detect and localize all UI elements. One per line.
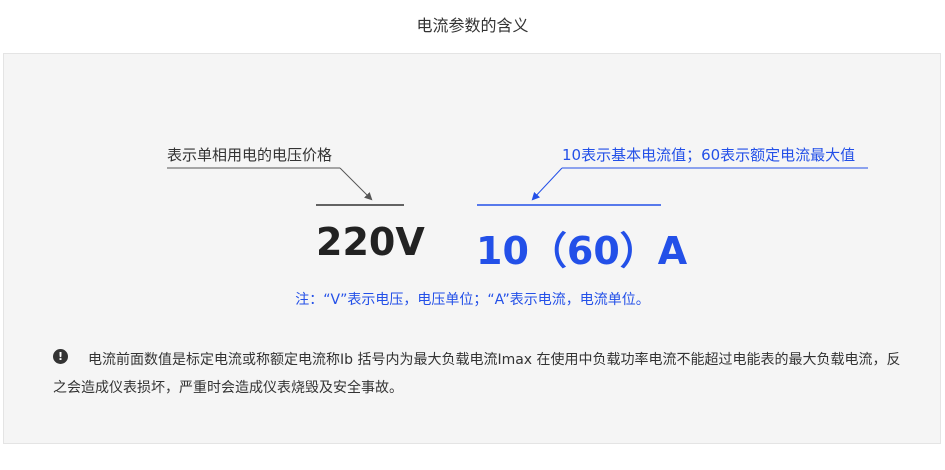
warning-text: 电流前面数值是标定电流或称额定电流称Ib 括号内为最大负载电流Imax 在使用中…: [53, 352, 901, 396]
voltage-label: 表示单相用电的电压价格: [167, 146, 333, 164]
diagram-panel: [3, 53, 941, 444]
current-value: 10（60）A: [476, 229, 688, 273]
voltage-pointer-arrow: [339, 167, 373, 201]
exclamation-circle-icon: !: [53, 349, 68, 364]
voltage-value: 220V: [316, 220, 425, 264]
current-label: 10表示基本电流值；60表示额定电流最大值: [562, 146, 856, 164]
unit-note: 注：“V”表示电压，电压单位；“A”表示电流，电流单位。: [295, 292, 650, 308]
current-pointer-arrow: [531, 167, 563, 201]
page-title: 电流参数的含义: [416, 16, 529, 35]
